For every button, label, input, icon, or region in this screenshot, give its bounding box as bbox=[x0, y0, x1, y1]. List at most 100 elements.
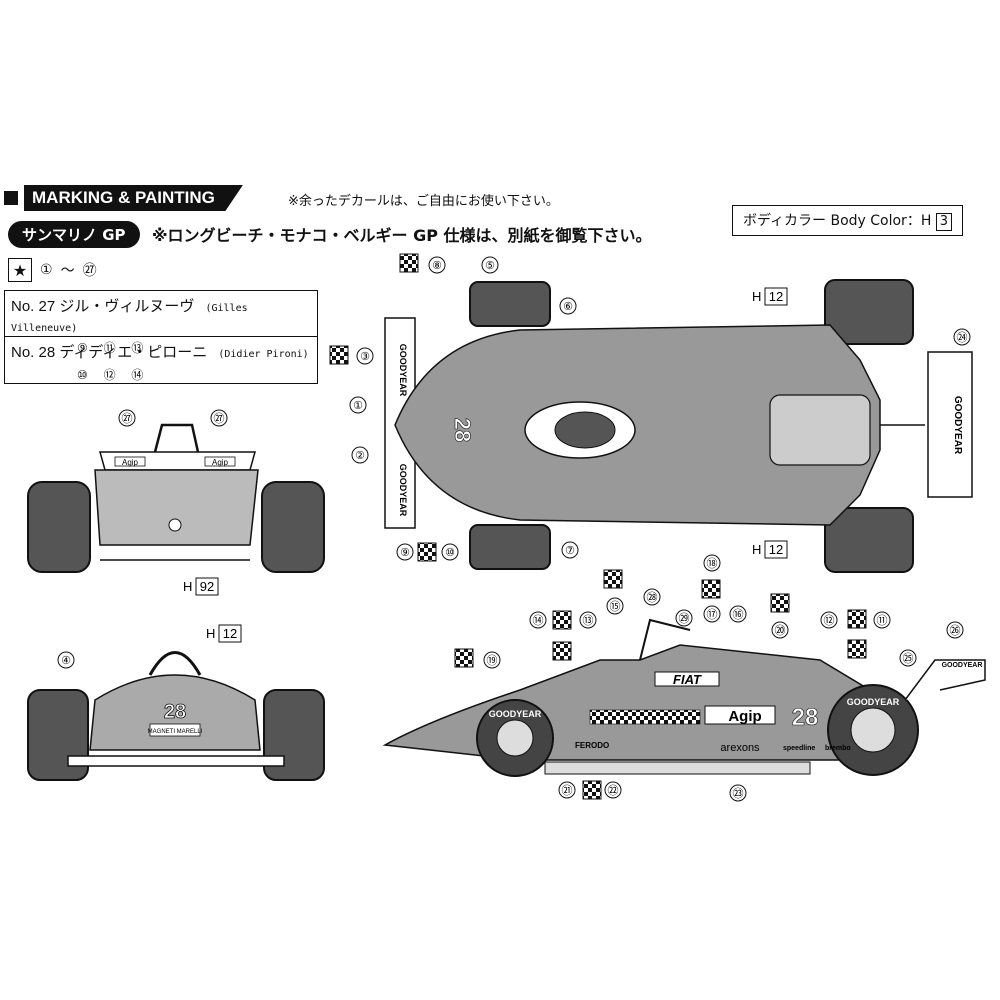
checker-markers bbox=[329, 253, 867, 800]
marking-painting-title: MARKING & PAINTING bbox=[24, 185, 243, 211]
goodyear-front-tyre: GOODYEAR bbox=[489, 709, 542, 719]
svg-text:⑬: ⑬ bbox=[583, 614, 594, 627]
top-view: GOODYEAR GOODYEAR 28 GOODYEAR bbox=[384, 279, 973, 573]
paint-code-h92: 92 bbox=[200, 579, 214, 594]
checker-icon bbox=[582, 780, 602, 800]
driver-label: No. 27 ジル・ヴィルヌーヴ bbox=[11, 298, 195, 315]
svg-text:⑮: ⑮ bbox=[610, 600, 621, 613]
svg-text:⑰: ⑰ bbox=[707, 608, 718, 621]
svg-text:㉙: ㉙ bbox=[679, 612, 690, 625]
callout: ㉙ bbox=[675, 609, 693, 627]
svg-text:㉕: ㉕ bbox=[903, 652, 914, 665]
roll-hoop bbox=[153, 423, 200, 453]
checker-icon bbox=[847, 639, 867, 659]
agip-decal-left bbox=[114, 456, 146, 467]
callout: ⑳ bbox=[771, 621, 789, 639]
checker-icon bbox=[847, 609, 867, 629]
callout: ⑲ bbox=[483, 651, 501, 669]
svg-text:⑥: ⑥ bbox=[563, 301, 573, 313]
decal-range-start: ① bbox=[40, 262, 53, 278]
driver-latin-name: (Gilles Villeneuve) bbox=[11, 303, 248, 334]
driver-row: No. 28 ディディエ・ピローニ (Didier Pironi) ⑩ ⑫ ⑭ bbox=[5, 337, 317, 383]
svg-text:⑨: ⑨ bbox=[400, 547, 410, 559]
brembo-text: brembo bbox=[825, 745, 851, 752]
driver-decal-numbers: ⑨ ⑪ ⑬ bbox=[77, 341, 150, 355]
front-rim bbox=[496, 719, 534, 757]
checker-icon bbox=[770, 593, 790, 613]
fiat-text: FIAT bbox=[673, 672, 702, 687]
checker-icon bbox=[329, 345, 349, 365]
driver-decal-numbers: ⑩ ⑫ ⑭ bbox=[77, 368, 150, 382]
arexons-text: arexons bbox=[720, 742, 760, 754]
callout: ⑰ bbox=[703, 605, 721, 623]
svg-text:㉗: ㉗ bbox=[214, 412, 225, 425]
svg-text:⑦: ⑦ bbox=[565, 545, 575, 557]
svg-text:⑱: ⑱ bbox=[707, 557, 718, 570]
side-vent bbox=[589, 709, 701, 725]
driver-label: No. 28 ディディエ・ピローニ bbox=[11, 344, 208, 361]
svg-text:㉗: ㉗ bbox=[122, 412, 133, 425]
top-front-tyre-right bbox=[469, 524, 551, 570]
svg-text:⑩: ⑩ bbox=[445, 547, 455, 559]
rear-diffuser bbox=[67, 755, 285, 767]
star-icon: ★ bbox=[8, 258, 32, 282]
callout: ⑪ bbox=[873, 611, 891, 629]
callout: ㉔ bbox=[953, 328, 971, 346]
svg-text:②: ② bbox=[355, 450, 365, 462]
gp-label: サンマリノ GP bbox=[8, 221, 140, 248]
rear-number: 28 bbox=[164, 701, 186, 723]
driver-seat bbox=[554, 411, 616, 449]
callout: ⑱ bbox=[703, 554, 721, 572]
callout: ① bbox=[349, 396, 367, 414]
callout: ⑧ bbox=[428, 256, 446, 274]
magneti-decal bbox=[149, 723, 201, 737]
agip-side-decal bbox=[704, 705, 776, 725]
svg-text:③: ③ bbox=[360, 351, 370, 363]
magneti-text: MAGNETI MARELLI bbox=[148, 729, 203, 735]
rear-roll-hoop bbox=[148, 651, 202, 676]
svg-text:⑧: ⑧ bbox=[432, 260, 442, 272]
leftover-decal-note: ※余ったデカールは、ご自由にお使い下さい。 bbox=[288, 194, 559, 209]
checker-icon bbox=[417, 542, 437, 562]
goodyear-rear-wing: GOODYEAR bbox=[952, 396, 963, 455]
goodyear-rear-tyre: GOODYEAR bbox=[847, 697, 900, 707]
h-label: H bbox=[206, 626, 215, 641]
callout: ⑥ bbox=[559, 297, 577, 315]
speedline-text: speedline bbox=[783, 745, 815, 752]
driver-table: No. 27 ジル・ヴィルヌーヴ (Gilles Villeneuve) ⑨ ⑪… bbox=[4, 290, 318, 384]
side-view: GOODYEAR GOODYEAR FIAT Agip 28 FERODO ar… bbox=[382, 618, 986, 777]
body-color-code: 3 bbox=[935, 213, 953, 231]
rear-body bbox=[89, 674, 261, 751]
callout: ⑦ bbox=[561, 541, 579, 559]
fiat-decal bbox=[654, 671, 720, 687]
goodyear-front-lower: GOODYEAR bbox=[398, 464, 408, 517]
svg-text:㉑: ㉑ bbox=[562, 784, 573, 797]
callout: ㉑ bbox=[558, 781, 576, 799]
svg-text:①: ① bbox=[353, 400, 363, 412]
nose-center-detail bbox=[168, 518, 182, 532]
driver-row: No. 27 ジル・ヴィルヌーヴ (Gilles Villeneuve) ⑨ ⑪… bbox=[5, 291, 317, 355]
body-color-box: ボディカラー Body Color：H 3 bbox=[732, 205, 964, 236]
checker-icon bbox=[552, 641, 572, 661]
svg-text:⑫: ⑫ bbox=[824, 614, 835, 627]
callout: ⑬ bbox=[579, 611, 597, 629]
rear-rim bbox=[850, 707, 896, 753]
callout: ⑮ bbox=[606, 597, 624, 615]
svg-text:⑯: ⑯ bbox=[733, 608, 744, 621]
paint-code-h12-rear: 12 bbox=[223, 626, 237, 641]
svg-text:㉔: ㉔ bbox=[957, 331, 968, 344]
callout: ㉕ bbox=[899, 649, 917, 667]
svg-text:⑳: ⑳ bbox=[775, 624, 786, 637]
decal-range-tilde: ～ bbox=[60, 263, 75, 279]
side-number: 28 bbox=[792, 704, 819, 731]
svg-text:④: ④ bbox=[61, 655, 71, 667]
callout: ㉗ bbox=[118, 409, 136, 427]
callout: ⑨ bbox=[396, 543, 414, 561]
agip-text-right: Agip bbox=[212, 458, 229, 467]
callout: ② bbox=[351, 446, 369, 464]
callouts: ① ② ③ ④ ⑤ ⑥ ⑦ ⑧ ⑨ ⑩ ⑪ ⑫ ⑬ ⑭ ⑮ ⑯ ⑰ ⑱ ⑲ ⑳ … bbox=[57, 256, 971, 802]
svg-text:㉖: ㉖ bbox=[950, 624, 961, 637]
engine-bay bbox=[769, 394, 871, 466]
decal-range-end: ㉗ bbox=[82, 263, 97, 279]
driver-latin-name: (Didier Pironi) bbox=[218, 349, 309, 360]
